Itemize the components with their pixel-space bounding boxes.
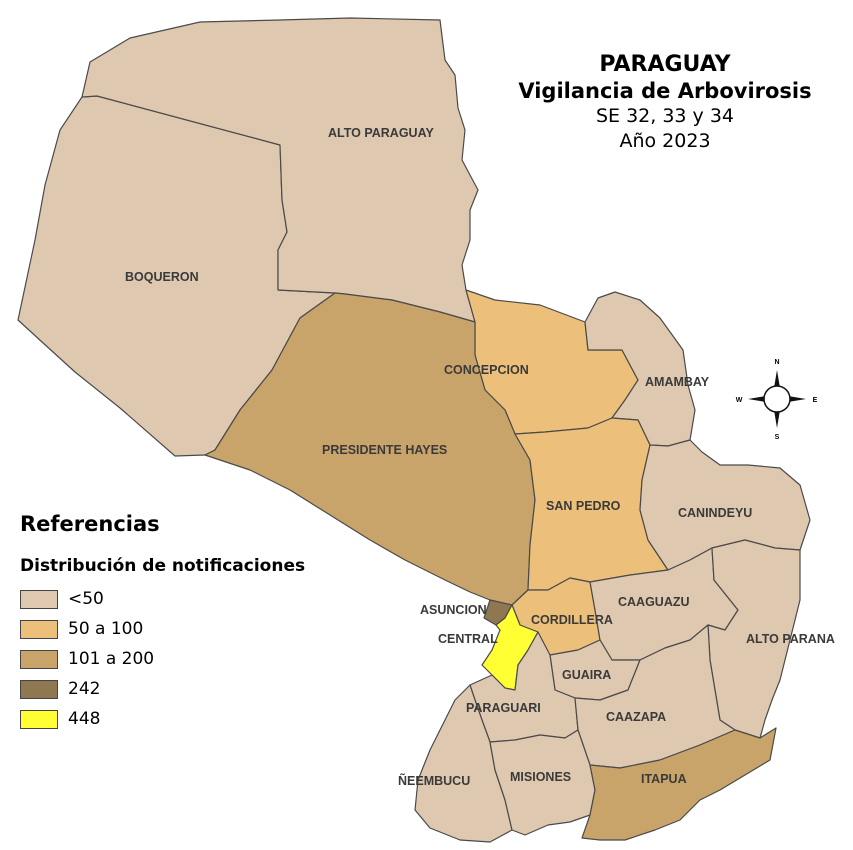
label-san-pedro: SAN PEDRO [546,499,621,513]
title-subject: Vigilancia de Arbovirosis [518,79,812,103]
label-cordillera: CORDILLERA [531,613,613,627]
compass-w: W [736,397,743,404]
dept-alto-paraguay [81,17,479,323]
legend-item: 101 a 200 [20,644,305,674]
compass-n: N [774,359,779,366]
dept-neembucu [414,684,513,843]
legend-item: <50 [20,584,305,614]
legend-label: 242 [68,679,101,699]
label-asuncion: ASUNCION [420,603,487,617]
label-concepcion: CONCEPCION [444,363,529,377]
legend-heading: Referencias [20,512,160,536]
legend-swatch [20,649,58,669]
label-alto-paraguay: ALTO PARAGUAY [328,126,434,140]
label-canindeyu: CANINDEYU [678,506,752,520]
legend-item: 242 [20,674,305,704]
label-guaira: GUAIRA [562,668,611,682]
legend-swatch [20,679,58,699]
label-neembucu: ÑEEMBUCU [398,773,470,788]
legend-label: <50 [68,589,104,609]
title-weeks: SE 32, 33 y 34 [595,105,735,127]
legend-label: 448 [68,709,101,729]
compass-e: E [813,397,818,404]
map-legend: Referencias Distribución de notificacion… [20,512,305,734]
legend-label: 50 a 100 [68,619,144,639]
legend-subheading: Distribución de notificaciones [20,556,306,576]
label-central: CENTRAL [438,632,498,646]
compass-s: S [775,434,780,441]
label-misiones: MISIONES [510,770,571,784]
label-alto-parana: ALTO PARANA [746,632,835,646]
label-paraguari: PARAGUARI [466,701,541,715]
label-caaguazu: CAAGUAZU [618,595,690,609]
compass-rose-icon: N S W E [736,359,818,441]
legend-swatch [20,589,58,609]
label-amambay: AMAMBAY [645,375,710,389]
legend-item: 50 a 100 [20,614,305,644]
legend-item: 448 [20,704,305,734]
title-year: Año 2023 [619,130,711,152]
legend-swatch [20,619,58,639]
title-country: PARAGUAY [599,52,731,77]
legend-swatch [20,709,58,729]
map-title: PARAGUAY Vigilancia de Arbovirosis SE 32… [490,52,840,154]
label-presidente-hayes: PRESIDENTE HAYES [322,443,447,457]
label-boqueron: BOQUERON [125,270,199,284]
label-itapua: ITAPUA [641,772,687,786]
label-caazapa: CAAZAPA [606,710,666,724]
dept-itapua [581,727,777,841]
legend-label: 101 a 200 [68,649,155,669]
